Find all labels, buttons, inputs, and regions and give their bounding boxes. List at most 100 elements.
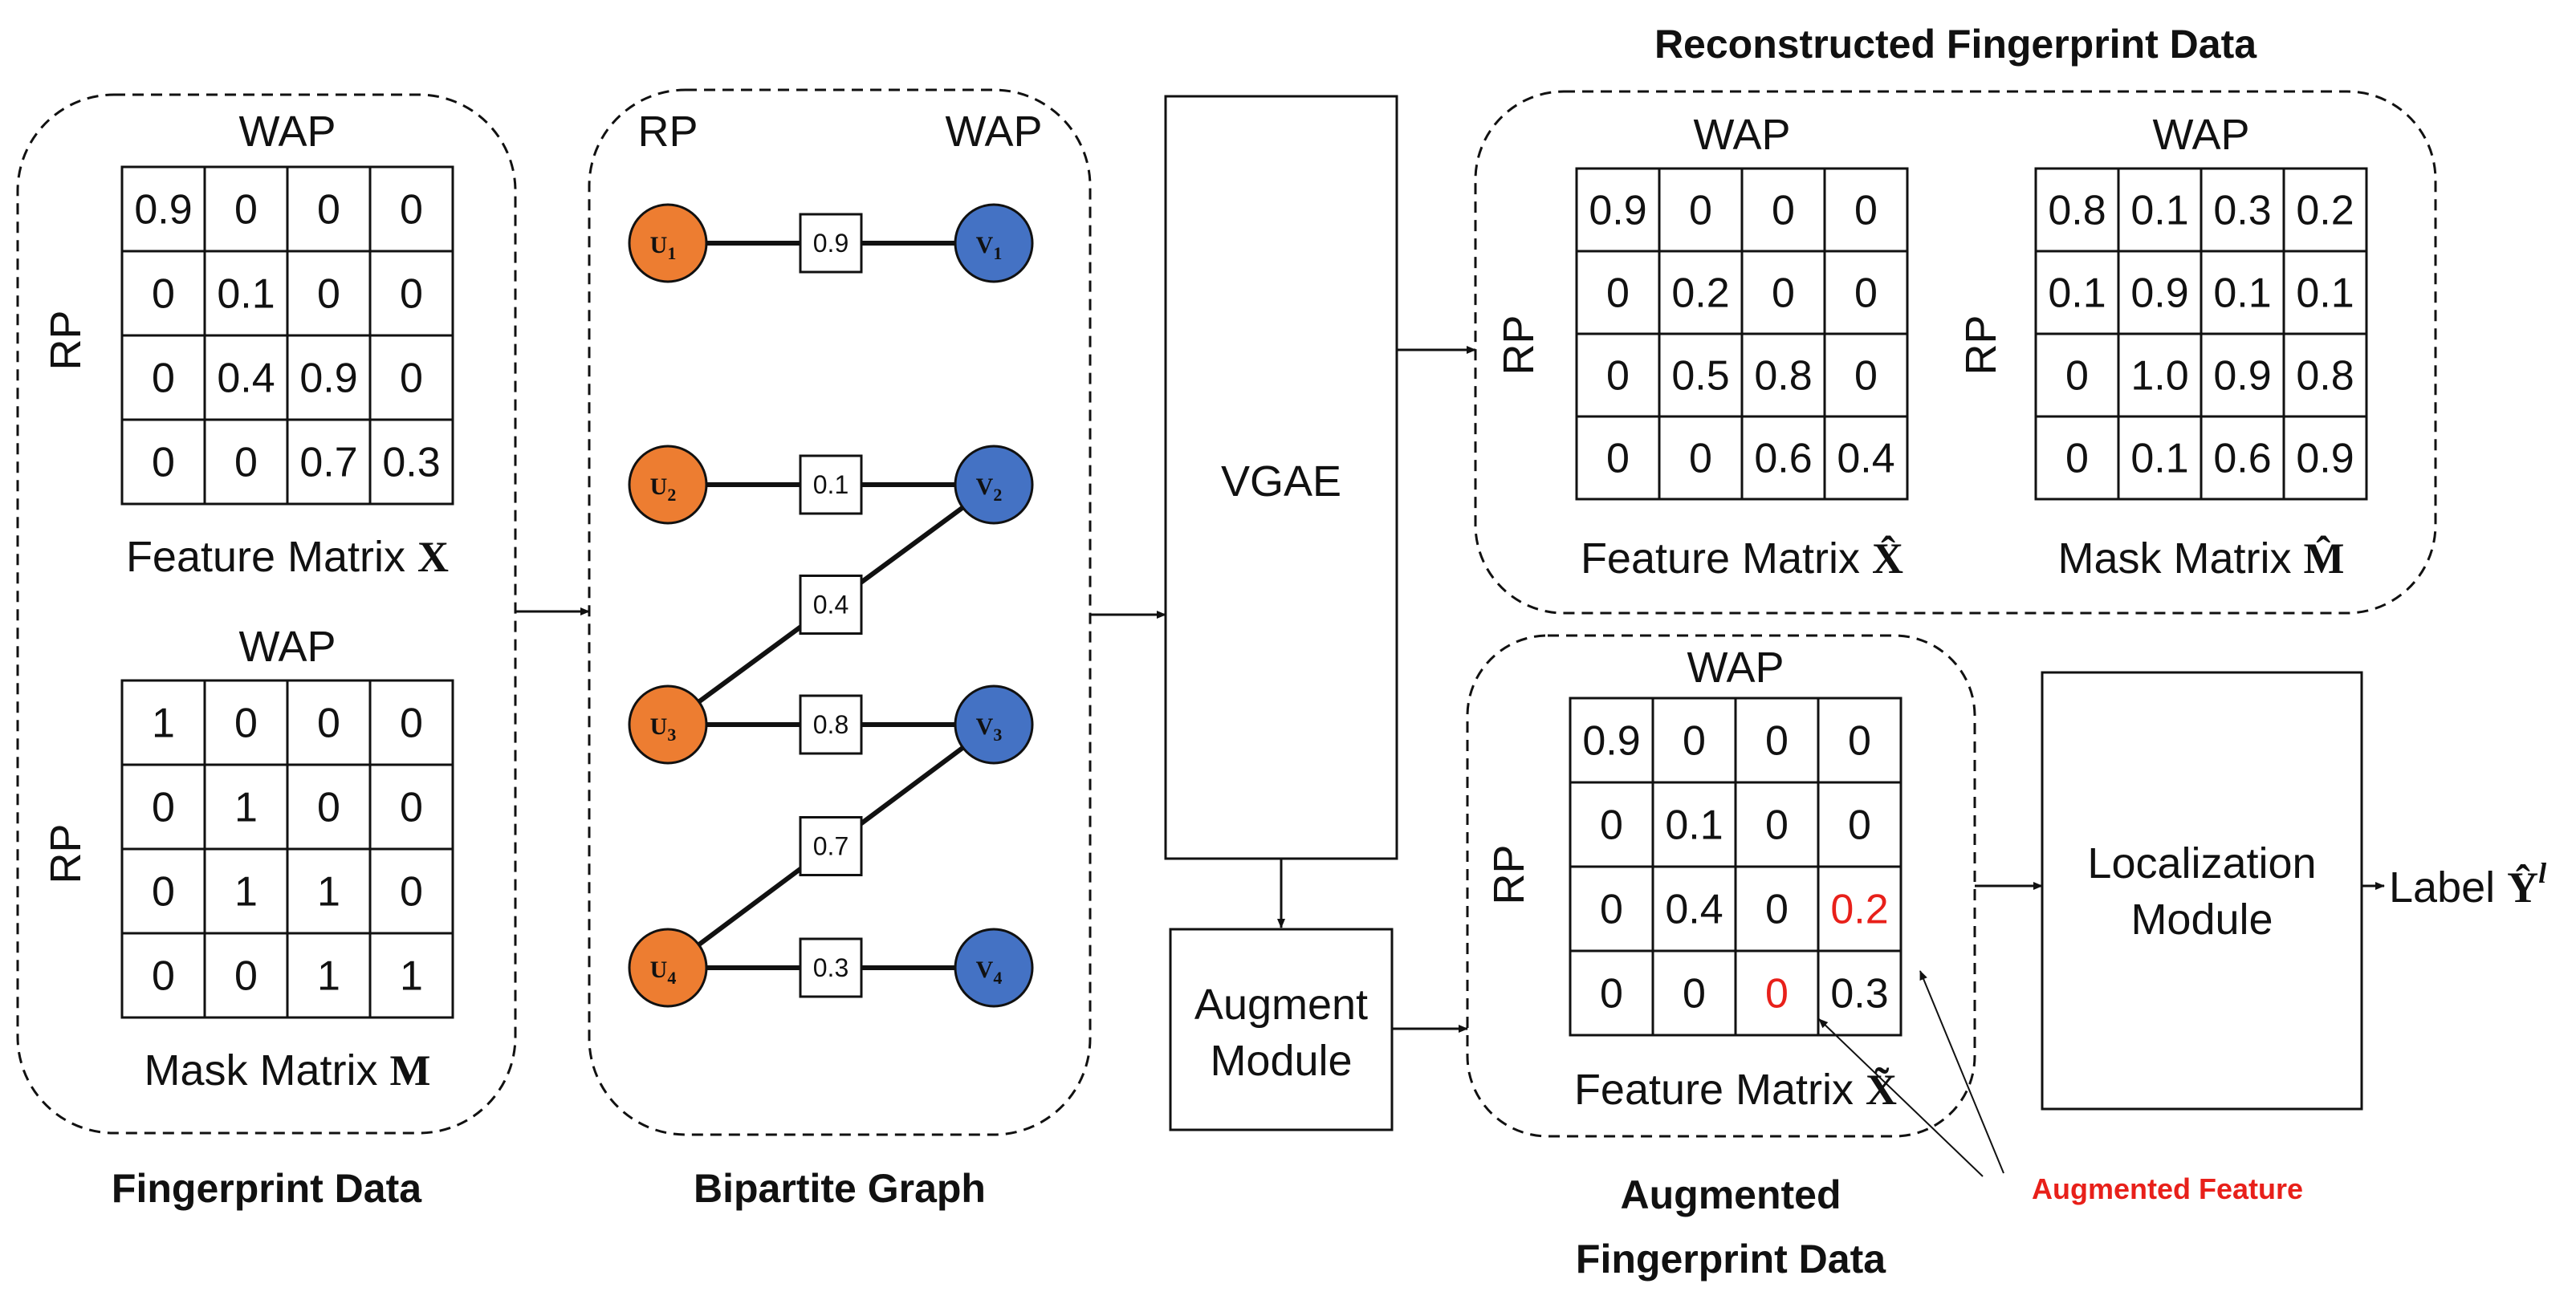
bipartite-panel-border	[588, 88, 1092, 1136]
matrix-cell: 0	[400, 355, 423, 402]
matrix-cell: 0	[1683, 971, 1706, 1018]
matrix-cell: 0.1	[2213, 270, 2271, 317]
vgae-label: VGAE	[1221, 457, 1341, 506]
matrix-cell: 0	[234, 440, 258, 486]
matrix-cell: 0	[234, 953, 258, 1000]
matrix-cell: 0.6	[1754, 436, 1812, 482]
matrix-cell: 0	[1606, 270, 1630, 317]
fingerprint-feature-col-label: WAP	[239, 108, 336, 156]
rp-u4-node-label: U4	[650, 957, 677, 988]
wap-column-label: WAP	[946, 108, 1043, 156]
wap-v2-node-label: V2	[976, 473, 1003, 505]
graph-edges: 0.90.10.40.80.70.3	[666, 213, 995, 998]
matrix-cell: 0.1	[2296, 270, 2354, 317]
bipartite-graph-title: Bipartite Graph	[694, 1166, 986, 1211]
matrix-cell: 0	[400, 701, 423, 747]
matrix-cell: 1	[400, 953, 423, 1000]
matrix-cell: 0	[1854, 188, 1878, 234]
matrix-cell: 0	[1683, 718, 1706, 765]
reconstructed-mask-col-label: WAP	[2153, 111, 2250, 159]
matrix-cell: 0.9	[2213, 353, 2271, 400]
matrix-cell: 0	[152, 953, 175, 1000]
matrix-cell: 0	[317, 701, 340, 747]
localization-module-box	[2041, 671, 2363, 1111]
matrix-cell: 0	[2065, 436, 2089, 482]
matrix-cell: 0.6	[2213, 436, 2271, 482]
reconstructed-panel-border	[1474, 90, 2437, 615]
matrix-cell-augmented: 0.2	[1830, 887, 1888, 933]
matrix-cell: 0	[1689, 436, 1712, 482]
augment-module-label-2: Module	[1210, 1037, 1352, 1085]
rp-u3-node	[628, 684, 708, 765]
augment-module-box	[1169, 928, 1394, 1131]
matrix-cell: 0	[1765, 887, 1789, 933]
fingerprint-panel-border	[16, 93, 517, 1135]
edge-weight-box	[799, 694, 863, 755]
matrix-cell: 0	[1848, 802, 1871, 849]
matrix-cell: 0	[1854, 270, 1878, 317]
wap-v2-node	[954, 445, 1034, 525]
matrix-cell: 0	[400, 785, 423, 831]
localization-module-label: Localization	[2087, 839, 2316, 888]
wap-v1-node-label: V1	[976, 232, 1003, 263]
matrix-cell: 0	[152, 271, 175, 318]
edge-weight-label: 0.7	[813, 832, 848, 861]
matrix-cell: 0	[1772, 188, 1795, 234]
mask-matrix-m-caption: Mask Matrix M	[144, 1046, 431, 1095]
wap-v4-node-label: V4	[976, 957, 1003, 988]
matrix-cell: 0	[1606, 436, 1630, 482]
reconstructed-feature-caption: Feature Matrix X̂	[1581, 534, 1903, 583]
reconstructed-data-panel: Reconstructed Fingerprint Data WAP RP 0.…	[1474, 22, 2437, 615]
feature-matrix-x-caption: Feature Matrix X	[126, 533, 449, 581]
matrix-cell: 0	[234, 701, 258, 747]
matrix-cell: 0	[1765, 718, 1789, 765]
augment-module-block: Augment Module	[1169, 928, 1394, 1131]
rp-u2-node	[628, 445, 708, 525]
matrix-cell: 0	[152, 440, 175, 486]
matrix-cell: 0	[1689, 188, 1712, 234]
matrix-cell: 1	[317, 953, 340, 1000]
matrix-cell: 0.3	[382, 440, 440, 486]
fingerprint-data-title: Fingerprint Data	[112, 1166, 422, 1211]
matrix-cell: 0	[1600, 971, 1623, 1018]
edge-weight-box	[799, 575, 863, 635]
matrix-cell: 0	[234, 187, 258, 234]
matrix-cell: 0.7	[299, 440, 357, 486]
matrix-cell: 0.8	[2296, 353, 2354, 400]
augmented-feature-col-label: WAP	[1687, 644, 1784, 692]
annotation-arrow-2	[1818, 1018, 1984, 1177]
edge-weight-box	[799, 816, 863, 876]
rp-u2-node-label: U2	[650, 473, 677, 505]
augmented-panel-border	[1466, 634, 1976, 1138]
matrix-cell: 1	[234, 785, 258, 831]
matrix-cell: 1.0	[2130, 353, 2188, 400]
matrix-cell: 0	[1765, 802, 1789, 849]
matrix-cell: 0.5	[1671, 353, 1729, 400]
matrix-cell: 0	[152, 869, 175, 916]
matrix-cell: 0.1	[217, 271, 275, 318]
edge-weight-label: 0.1	[813, 470, 848, 499]
edge-weight-label: 0.9	[813, 229, 848, 258]
augmented-feature-row-label: RP	[1485, 844, 1533, 904]
matrix-cell: 0.9	[2296, 436, 2354, 482]
augmented-data-title: Augmented	[1621, 1172, 1841, 1217]
wap-v3-node	[954, 684, 1034, 765]
vgae-box	[1164, 95, 1398, 860]
matrix-cell: 0.9	[134, 187, 192, 234]
augmented-feature-annotation: Augmented Feature	[2032, 1172, 2303, 1205]
matrix-cell: 0	[1606, 353, 1630, 400]
matrix-cell: 0	[400, 187, 423, 234]
edge-weight-box	[799, 454, 863, 515]
matrix-cell: 0.9	[1589, 188, 1646, 234]
matrix-cell: 0.2	[1671, 270, 1729, 317]
matrix-cell: 0.4	[1837, 436, 1894, 482]
matrix-cell: 1	[152, 701, 175, 747]
matrix-cell: 0	[2065, 353, 2089, 400]
matrix-cell: 0.8	[1754, 353, 1812, 400]
reconstructed-feature-col-label: WAP	[1694, 111, 1791, 159]
augment-module-label: Augment	[1194, 981, 1368, 1029]
